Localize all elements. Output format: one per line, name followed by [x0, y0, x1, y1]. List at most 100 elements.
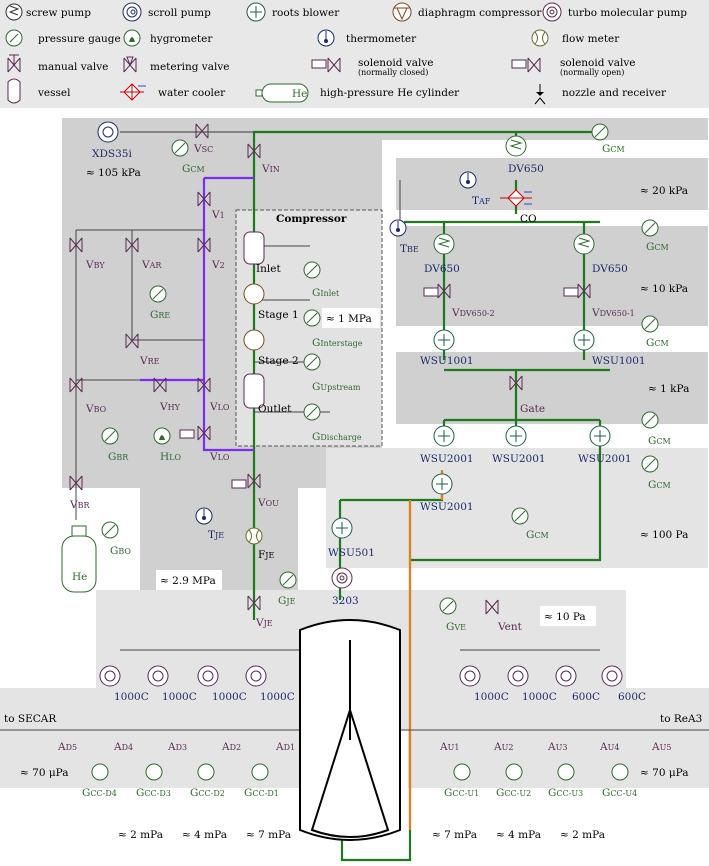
wsu1001a-pump: [433, 329, 455, 351]
vlo1-valve[interactable]: [197, 377, 211, 393]
legend-scroll-pump: scroll pump: [148, 7, 211, 19]
gre-gauge: [149, 285, 167, 303]
cc-gauges: [91, 763, 629, 781]
solenoid-no-icon: [511, 57, 541, 73]
g-dis-label: GDischarge: [312, 431, 362, 443]
tbe-label: TBE: [400, 243, 419, 255]
t1000b: 1000C: [162, 691, 197, 703]
vre-valve[interactable]: [125, 333, 139, 349]
b2-right: ≈ 2 mPa: [560, 829, 605, 841]
p29m-box: [156, 570, 222, 590]
var-label: VAR: [141, 259, 162, 271]
var-valve[interactable]: [125, 237, 139, 253]
vbo-valve[interactable]: [69, 377, 83, 393]
vbr-valve[interactable]: [69, 475, 83, 491]
wsu501-pump: [331, 517, 353, 539]
vhy-valve[interactable]: [153, 377, 167, 393]
v1-valve[interactable]: [197, 191, 211, 207]
g-dis-gauge: [303, 403, 321, 421]
t1000a: 1000C: [114, 691, 149, 703]
v2-valve[interactable]: [197, 237, 211, 253]
gve-gauge: [439, 597, 457, 615]
screw-pump-icon: [5, 3, 23, 21]
vje-valve[interactable]: [247, 595, 261, 611]
p70-right: ≈ 70 μPa: [640, 767, 689, 779]
solenoid-nc-icon: [311, 57, 341, 73]
gcm2-label: GCM: [602, 143, 625, 155]
vby-label: VBY: [85, 259, 105, 271]
flow-meter-icon: [531, 29, 549, 47]
g-inlet-gauge: [303, 261, 321, 279]
outlet-label: Outlet: [258, 403, 292, 415]
t600b: 600C: [618, 691, 646, 703]
p3203-label: 3203: [332, 595, 359, 607]
p3203-pump: [331, 567, 353, 589]
turbo-1000c-f-icon: [507, 665, 529, 687]
gcm3-label: GCM: [646, 241, 669, 253]
gcm3-gauge: [641, 219, 659, 237]
hlo-label: HLO: [160, 451, 181, 463]
p1m-box: [322, 308, 380, 328]
vdv2-label: VDV650-2: [451, 307, 495, 319]
p105k: ≈ 105 kPa: [86, 167, 141, 179]
p10k: ≈ 10 kPa: [640, 283, 688, 295]
ad5-label: AD5: [57, 741, 77, 753]
gccu2-label: GCC-U2: [496, 787, 531, 799]
vou-valve[interactable]: [231, 473, 261, 489]
vin-valve[interactable]: [247, 143, 261, 159]
b7-left: ≈ 7 mPa: [246, 829, 291, 841]
g-inlet-label: GInlet: [312, 287, 340, 299]
vin-label: VIN: [261, 163, 280, 175]
v1-label: V1: [211, 209, 225, 221]
to-secar: to SECAR: [4, 713, 57, 725]
gccd4-label: GCC-D4: [82, 787, 117, 799]
vsc-valve[interactable]: [195, 123, 209, 139]
ad3-label: AD3: [167, 741, 187, 753]
gate-valve[interactable]: [509, 375, 523, 391]
dv650-top-pump: [505, 135, 527, 157]
dv650a-pump: [433, 233, 455, 255]
legend: screw pump scroll pump roots blower diap…: [5, 2, 687, 105]
vby-valve[interactable]: [69, 237, 83, 253]
legend-screw-pump: screw pump: [26, 7, 91, 19]
dv650-top-label: DV650: [508, 163, 544, 175]
wsu2001b-pump: [505, 425, 527, 447]
vdv1-valve[interactable]: [563, 283, 591, 299]
p1m: ≈ 1 MPa: [326, 313, 372, 325]
gate-label: Gate: [520, 403, 545, 415]
vlo1-label: VLO: [209, 401, 230, 413]
co-cooler: [500, 189, 532, 207]
wsu2001d-label: WSU2001: [420, 501, 474, 513]
ad2-label: AD2: [221, 741, 241, 753]
vdv1-label: VDV650-1: [591, 307, 635, 319]
fje-label: FJE: [258, 549, 275, 561]
stage2-compressor: [243, 329, 265, 351]
gcm2-gauge: [591, 123, 609, 141]
wsu1001b-pump: [573, 329, 595, 351]
turbo-pumps: [99, 665, 623, 687]
v2-label: V2: [211, 259, 225, 271]
region-beamline-left: [0, 688, 330, 788]
vsc-label: VSC: [193, 143, 213, 155]
hygrometer-icon: [123, 29, 141, 47]
gccu4-label: GCC-U4: [602, 787, 637, 799]
t1000d: 1000C: [260, 691, 295, 703]
inlet-label: Inlet: [256, 263, 281, 275]
ad4-label: AD4: [113, 741, 133, 753]
turbo-600c-a-icon: [555, 665, 577, 687]
he-cylinder: [61, 525, 97, 593]
legend-roots-blower: roots blower: [272, 7, 340, 19]
vent-valve[interactable]: [485, 599, 499, 615]
vlo2-valve[interactable]: [179, 425, 211, 441]
vdv2-valve[interactable]: [423, 283, 451, 299]
p29m: ≈ 2.9 MPa: [160, 575, 216, 587]
t600a: 600C: [572, 691, 600, 703]
regions: [0, 118, 709, 788]
legend-solenoid-no: solenoid valve: [560, 57, 635, 69]
vre-label: VRE: [139, 355, 160, 367]
p70-left: ≈ 70 μPa: [20, 767, 69, 779]
turbo-1000c-a-icon: [99, 665, 121, 687]
wsu1001b-label: WSU1001: [592, 355, 646, 367]
target-chamber: [299, 619, 401, 841]
xds35i-pump[interactable]: [97, 121, 119, 143]
